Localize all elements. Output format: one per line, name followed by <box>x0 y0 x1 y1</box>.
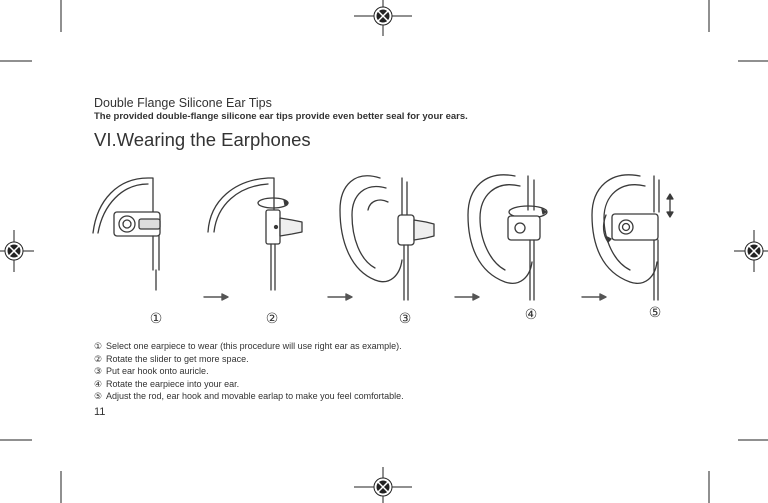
registration-mark-right <box>734 230 768 272</box>
step-marker-3: ③ <box>398 310 412 326</box>
section-title: VI.Wearing the Earphones <box>94 129 311 150</box>
step-3-ear-drawing <box>339 175 435 301</box>
step-marker-4: ④ <box>524 306 538 322</box>
step-item-text: Rotate the slider to get more space. <box>106 353 249 364</box>
eartips-title: Double Flange Silicone Ear Tips <box>94 96 272 110</box>
step-item-marker: ④ <box>94 378 103 389</box>
step-item-text: Put ear hook onto auricle. <box>106 366 209 376</box>
step-marker-2: ② <box>265 310 279 326</box>
page-number: 11 <box>94 406 106 418</box>
step-item-marker: ② <box>94 353 103 364</box>
step-arrows <box>203 293 607 301</box>
registration-mark-top <box>354 0 412 36</box>
step-marker-5: ⑤ <box>648 304 662 320</box>
step-4-ear-drawing <box>467 174 548 301</box>
step-1-earpiece-drawing <box>92 177 161 291</box>
step-item-text: Rotate the earpiece into your ear. <box>106 378 240 389</box>
step-item-text: Select one earpiece to wear (this proced… <box>106 341 402 351</box>
step-item-marker: ① <box>94 341 103 351</box>
step-item-text: Adjust the rod, ear hook and movable ear… <box>106 391 404 401</box>
step-2-rotate-drawing <box>207 177 303 291</box>
registration-mark-bottom <box>354 467 412 503</box>
eartips-description: The provided double-flange silicone ear … <box>94 111 468 122</box>
step-marker-1: ① <box>149 310 163 326</box>
registration-mark-left <box>0 230 34 272</box>
step-item-marker: ③ <box>94 366 103 376</box>
step-5-ear-drawing <box>591 174 674 301</box>
step-item-marker: ⑤ <box>94 391 103 401</box>
